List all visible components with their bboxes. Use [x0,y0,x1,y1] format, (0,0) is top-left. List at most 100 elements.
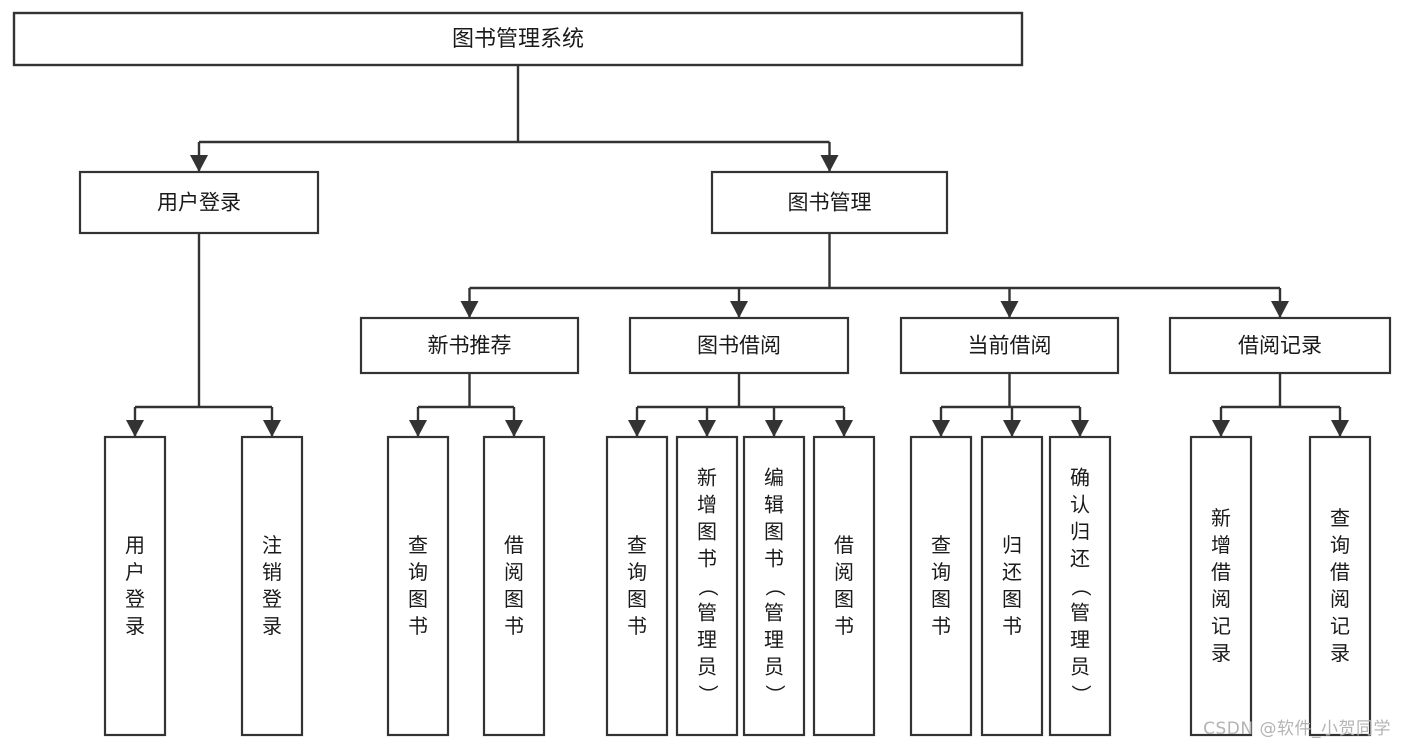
arrow-head-icon [820,155,839,172]
edge-group-newbook [409,373,523,437]
node-label-char: ） [1069,685,1093,705]
node-label-char: 录 [1211,641,1231,665]
node-label-char: 书 [931,614,951,638]
arrow-head-icon [409,420,427,437]
node-box [742,435,806,737]
arrow-head-icon [698,420,716,437]
node-label-char: （ [1069,577,1093,597]
node-label-char: 查 [931,533,951,557]
node-label-char: 书 [1002,614,1022,638]
node-label-char: 录 [125,614,145,638]
node-label-char: 借 [504,533,524,557]
node-label-char: 归 [1002,533,1022,557]
edge-group-borrow [628,373,853,437]
edge-group-login [126,233,281,437]
node-box [605,435,669,737]
node-bookmgmt[interactable]: 图书管理 [710,170,949,235]
node-box [78,170,320,235]
node-label-char: 理 [764,628,784,652]
node-label-char: 书 [764,547,784,571]
node-label-char: 书 [834,614,854,638]
node-label-char: 借 [1330,560,1350,584]
node-login[interactable]: 用户登录 [78,170,320,235]
node-box [12,11,1024,67]
node-label-char: （ [696,577,720,597]
node-label-char: 登 [125,587,145,611]
node-box [1168,316,1392,375]
edge-group-bookmgmt [460,233,1289,318]
arrow-head-icon [730,301,748,318]
node-label-char: 登 [262,587,282,611]
node-label-char: 查 [1330,506,1350,530]
node-borrow[interactable]: 图书借阅 [628,316,850,375]
arrow-head-icon [190,155,208,172]
node-records[interactable]: 借阅记录 [1168,316,1392,375]
node-box [1189,435,1253,737]
arrow-head-icon [1003,420,1021,437]
node-label-char: 图 [697,520,717,544]
arrow-head-icon [1000,301,1019,318]
node-label-char: 图 [504,587,524,611]
node-label-char: 员 [1070,655,1090,679]
node-layer: 图书管理系统用户登录图书管理新书推荐图书借阅当前借阅借阅记录用户登录注销登录查询… [12,11,1392,737]
node-label-char: 书 [697,547,717,571]
arrow-head-icon [460,301,479,318]
node-label-char: 员 [764,655,784,679]
node-box [909,435,973,737]
arrow-head-icon [505,420,523,437]
node-label-char: 注 [262,533,282,557]
node-label-char: 借 [834,533,854,557]
node-box [899,316,1120,375]
node-leaf-user-login[interactable]: 用户登录 [103,435,167,737]
edge-group-records [1212,373,1349,437]
node-label-char: 查 [627,533,647,557]
node-label-char: 辑 [764,493,784,517]
node-label-char: 归 [1070,520,1090,544]
node-label: 图书管理系统 [452,27,584,52]
node-box [628,316,850,375]
arrow-head-icon [263,420,281,437]
node-label-char: ） [696,685,720,705]
node-label: 当前借阅 [968,334,1052,358]
node-label-char: 用 [125,533,145,557]
node-label-char: 确 [1070,466,1090,490]
node-box [482,435,546,737]
arrow-head-icon [1331,420,1349,437]
node-label-char: 增 [697,493,717,517]
node-label-char: 书 [627,614,647,638]
node-label-char: 还 [1002,560,1022,584]
arrow-head-icon [628,420,646,437]
node-box [980,435,1044,737]
node-label-char: 认 [1070,493,1090,517]
node-label-char: 增 [1211,533,1231,557]
node-box [240,435,304,737]
node-label-char: 记 [1211,614,1231,638]
node-label-char: 图 [764,520,784,544]
node-label-char: 阅 [504,560,524,584]
node-label-char: 新 [697,466,717,490]
node-label-char: 图 [931,587,951,611]
node-label-char: 书 [504,614,524,638]
node-label: 新书推荐 [428,334,512,358]
node-label-char: 记 [1330,614,1350,638]
arrow-head-icon [1271,301,1289,318]
node-label-char: 销 [262,560,282,584]
node-current[interactable]: 当前借阅 [899,316,1120,375]
node-root[interactable]: 图书管理系统 [12,11,1024,67]
edge-group-root [190,65,839,172]
node-newbook[interactable]: 新书推荐 [359,316,580,375]
node-label-char: 理 [1070,628,1090,652]
